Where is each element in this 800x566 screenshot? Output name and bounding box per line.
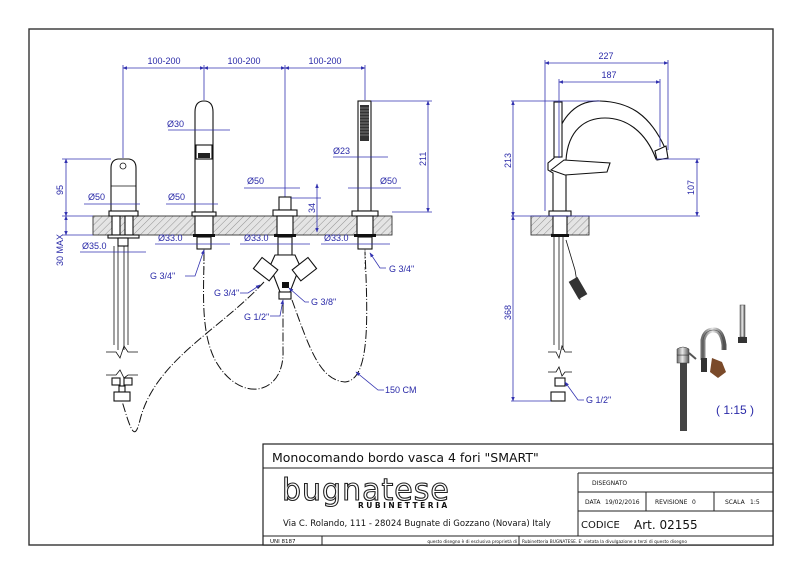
brand-subtitle: RUBINETTERIA <box>358 501 450 510</box>
dim-total-height: 213 <box>503 153 513 168</box>
designed-label: DISEGNATO <box>592 480 627 487</box>
spacing-label-1: 100-200 <box>147 56 180 66</box>
dim-diverter-shank-diameter: Ø33.0 <box>244 233 269 243</box>
conn-diverter-right-label: G 3/8" <box>311 297 336 307</box>
spacing-label-3: 100-200 <box>308 56 341 66</box>
dim-deck-max-thickness: 30 MAX <box>55 234 65 266</box>
hose-length-label: 150 CM <box>385 385 417 395</box>
conn-spout-label: G 3/4" <box>150 271 175 281</box>
notice-right: Rubinetteria BUGNATESE. E' vietata la di… <box>522 539 687 545</box>
dim-spout-base-diameter: Ø50 <box>168 192 185 202</box>
scale-value: 1:5 <box>750 499 760 506</box>
date-value: 19/02/2016 <box>605 499 640 506</box>
render-scale-label: ( 1:15 ) <box>716 403 754 417</box>
spout-body <box>191 100 217 250</box>
dim-mixer-shank-diameter: Ø35.0 <box>82 241 107 251</box>
diverter-body <box>252 196 318 300</box>
dim-mixer-base-diameter: Ø50 <box>88 192 105 202</box>
dim-handshower-height: 211 <box>418 152 428 166</box>
spacing-dimension: 100-200 100-200 100-200 <box>122 56 366 200</box>
revision-label: REVISIONE <box>655 499 688 506</box>
company-address: Via C. Rolando, 111 - 28024 Bugnate di G… <box>283 519 551 529</box>
code-value: Art. 02155 <box>634 518 698 532</box>
hose-mixer <box>121 281 265 433</box>
code-label: CODICE <box>581 520 620 531</box>
side-view: 227 187 213 107 368 G 1/2" <box>503 51 700 405</box>
drawing-title: Monocomando bordo vasca 4 fori "SMART" <box>272 450 539 465</box>
product-render: ( 1:15 ) <box>676 304 754 431</box>
dim-handshower-shank-diameter: Ø33.0 <box>324 233 349 243</box>
conn-side-label: G 1/2" <box>586 395 611 405</box>
dim-outlet-height: 107 <box>686 180 696 195</box>
dim-handshower-diameter: Ø23 <box>333 146 350 156</box>
dim-diverter-base-diameter: Ø50 <box>247 176 264 186</box>
date-label: DATA <box>585 499 601 506</box>
conn-diverter-bottom-label: G 1/2" <box>244 312 269 322</box>
standard-label: UNI 8187 <box>270 539 296 545</box>
revision-value: 0 <box>692 499 696 506</box>
front-view: 100-200 100-200 100-200 <box>55 56 432 433</box>
dim-diverter-height: 34 <box>307 203 317 213</box>
dim-handshower-base-diameter: Ø50 <box>380 176 397 186</box>
dim-spout-shank-diameter: Ø33.0 <box>158 233 183 243</box>
dim-spout-reach: 187 <box>601 70 616 80</box>
dim-spout-body-diameter: Ø30 <box>167 119 184 129</box>
handshower-body <box>351 100 379 250</box>
dim-mixer-height: 95 <box>55 185 65 195</box>
brand-logo: bugnatese <box>282 473 450 508</box>
dim-total-reach: 227 <box>598 51 613 61</box>
dim-under-deck-length: 368 <box>503 305 513 320</box>
conn-diverter-left-label: G 3/4" <box>214 288 239 298</box>
spacing-label-2: 100-200 <box>227 56 260 66</box>
hose-handshower <box>291 251 368 383</box>
mixer-body <box>106 158 140 402</box>
notice-left: questo disegno è di esclusiva proprietà … <box>427 538 517 545</box>
conn-handshower-label: G 3/4" <box>389 264 414 274</box>
hose-spout <box>203 251 284 390</box>
scale-label: SCALA <box>725 499 746 506</box>
title-block: Monocomando bordo vasca 4 fori "SMART" b… <box>262 443 774 546</box>
